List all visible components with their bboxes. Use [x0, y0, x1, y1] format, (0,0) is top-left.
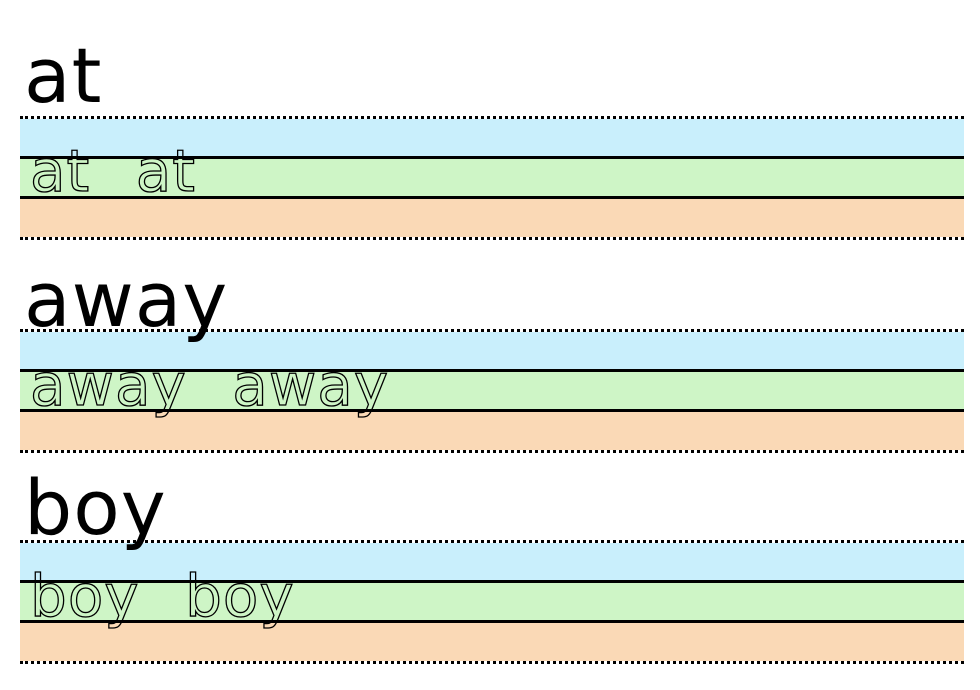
midline: [20, 369, 964, 372]
trace-word[interactable]: away: [232, 351, 390, 419]
tracing-row[interactable]: boy boy: [29, 562, 321, 630]
descender-band: [20, 199, 964, 237]
trace-word[interactable]: boy: [29, 562, 140, 630]
trace-word[interactable]: away: [29, 351, 187, 419]
midline: [20, 580, 964, 583]
trace-word[interactable]: at: [29, 137, 91, 205]
baseline: [20, 196, 964, 199]
word-block-away: away away away: [0, 212, 980, 453]
trace-word[interactable]: at: [135, 137, 197, 205]
word-block-boy: boy boy boy: [0, 424, 980, 664]
ascender-band: [20, 119, 964, 156]
body-band: [20, 159, 964, 196]
midline: [20, 156, 964, 159]
writing-guide-lines: [20, 329, 964, 453]
trace-word[interactable]: boy: [184, 562, 295, 630]
model-word: at: [24, 31, 103, 120]
descender-band: [20, 623, 964, 661]
model-word: boy: [24, 463, 167, 552]
descender-band: [20, 412, 964, 450]
body-band: [20, 372, 964, 409]
writing-guide-lines: [20, 540, 964, 664]
baseline: [20, 409, 964, 412]
tracing-row[interactable]: away away: [29, 351, 415, 419]
writing-guide-lines: [20, 116, 964, 240]
word-block-at: at at at: [0, 0, 980, 240]
body-band: [20, 583, 964, 620]
ascender-band: [20, 332, 964, 369]
model-word: away: [24, 255, 229, 344]
baseline: [20, 620, 964, 623]
tracing-row[interactable]: at at: [29, 137, 222, 205]
ascender-band: [20, 543, 964, 580]
